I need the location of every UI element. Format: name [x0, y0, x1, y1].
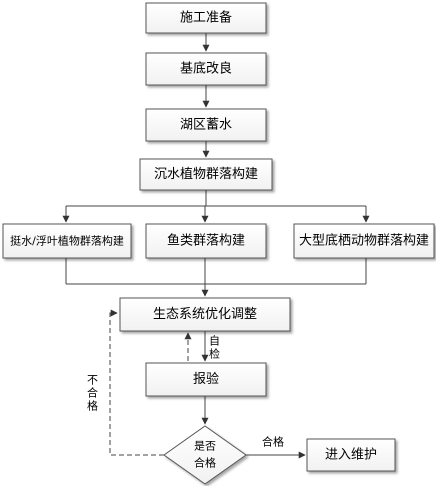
label-emergent: 挺水/浮叶植物群落构建: [10, 234, 124, 248]
node-decision: [163, 425, 247, 485]
label-maintain: 进入维护: [325, 448, 377, 463]
node-benthic: [293, 223, 435, 259]
node-maintain: [306, 438, 396, 472]
edge-label-self-check-2: 检: [209, 347, 220, 361]
node-emergent: [2, 223, 132, 259]
node-base: [145, 52, 267, 86]
connectors: [62, 33, 370, 459]
label-benthic: 大型底栖动物群落构建: [299, 233, 429, 249]
edge-fail: [109, 309, 164, 456]
label-prep: 施工准备: [180, 10, 232, 26]
edge-label-fail-1: 不: [87, 374, 98, 387]
node-fish: [145, 223, 267, 259]
label-optimize: 生态系统优化调整: [153, 307, 257, 322]
edge-label-fail-2: 合: [87, 386, 98, 400]
label-inspect: 报验: [193, 371, 219, 387]
label-decision-line1: 是否: [194, 440, 216, 453]
edge-label-fail-3: 格: [87, 399, 98, 413]
node-optimize: [119, 297, 291, 332]
label-submerged: 沉水植物群落构建: [154, 167, 258, 182]
label-fish: 鱼类群落构建: [167, 233, 245, 249]
node-water: [145, 108, 267, 142]
label-water: 湖区蓄水: [180, 118, 232, 133]
edge-label-self-check-1: 自: [209, 335, 220, 348]
node-inspect: [145, 362, 267, 397]
edge-label-pass: 合格: [262, 435, 284, 449]
label-decision-line2: 合格: [194, 456, 216, 470]
node-submerged: [139, 158, 273, 191]
label-base: 基底改良: [180, 61, 232, 77]
node-prep: [145, 2, 267, 34]
